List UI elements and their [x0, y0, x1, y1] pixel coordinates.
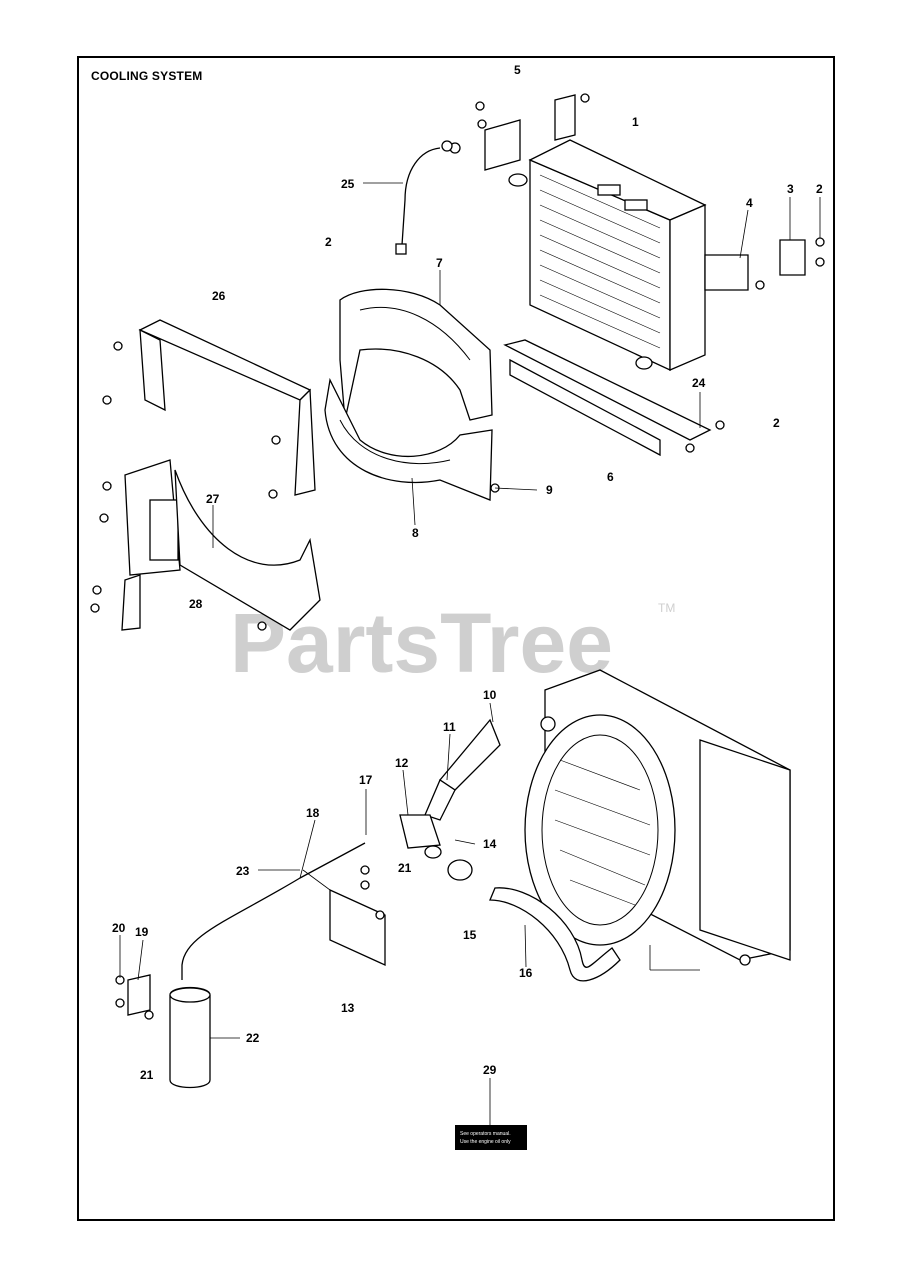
callout-11: 11: [443, 720, 456, 734]
callout-13: 13: [341, 1001, 355, 1015]
fan-shroud-lower: [324, 377, 500, 501]
decal-line-2: Use the engine oil only: [460, 1139, 511, 1145]
callouts: 1 2 2 2 3 4 5 6 7 8 9 10 11 12 13 14 15 …: [112, 63, 823, 1082]
bracket-top: [449, 93, 590, 171]
lower-hose: [489, 887, 621, 982]
diagram-border: [77, 56, 835, 1221]
callout-18: 18: [306, 806, 320, 820]
watermark-tm: TM: [658, 601, 675, 615]
callout-20: 20: [112, 921, 126, 935]
callout-6: 6: [607, 470, 614, 484]
callout-1: 1: [632, 115, 639, 129]
callout-24: 24: [692, 376, 706, 390]
frame-brace-lower: [90, 459, 321, 631]
frame-brace-upper: [102, 319, 316, 499]
decal-label: [455, 1125, 527, 1150]
hose-assembly: [399, 718, 501, 881]
callout-5: 5: [514, 63, 521, 77]
overflow-tank: [115, 842, 366, 1089]
fan-shroud-upper: [339, 288, 493, 421]
callout-23: 23: [236, 864, 250, 878]
callout-2a: 2: [325, 235, 332, 249]
callout-28: 28: [189, 597, 203, 611]
callout-22: 22: [246, 1031, 260, 1045]
callout-29: 29: [483, 1063, 497, 1077]
callout-14: 14: [483, 837, 497, 851]
callout-26: 26: [212, 289, 226, 303]
bracket-right: [704, 237, 825, 291]
callout-15: 15: [463, 928, 477, 942]
leader-lines: [119, 182, 821, 1125]
callout-4: 4: [746, 196, 753, 210]
callout-27: 27: [206, 492, 220, 506]
callout-8: 8: [412, 526, 419, 540]
callout-16: 16: [519, 966, 533, 980]
callout-7: 7: [436, 256, 443, 270]
callout-9: 9: [546, 483, 553, 497]
callout-3: 3: [787, 182, 794, 196]
callout-17: 17: [359, 773, 373, 787]
callout-25: 25: [341, 177, 355, 191]
support-rail: [503, 339, 725, 457]
callout-10: 10: [483, 688, 497, 702]
callout-21a: 21: [398, 861, 412, 875]
diagram-title: COOLING SYSTEM: [91, 69, 203, 83]
callout-12: 12: [395, 756, 409, 770]
radiator-assembled: [524, 669, 791, 966]
callout-2c: 2: [773, 416, 780, 430]
decal-line-1: See operators manual.: [460, 1131, 511, 1137]
radiator-upper: [508, 139, 707, 372]
callout-19: 19: [135, 925, 149, 939]
callout-21b: 21: [140, 1068, 154, 1082]
tank-bracket: [329, 865, 386, 967]
callout-2b: 2: [816, 182, 823, 196]
